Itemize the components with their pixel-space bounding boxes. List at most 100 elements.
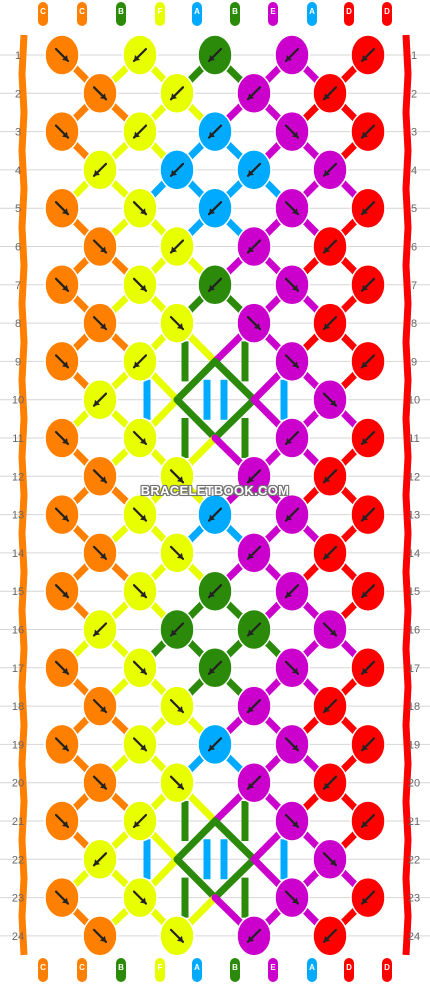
strand-letter: E [270,7,276,16]
row-label-left: 17 [12,663,24,675]
knot-arrow-head [100,246,106,253]
knot [159,761,195,804]
knot-arrow-head [330,399,336,406]
row-label-right: 14 [408,548,420,560]
strand-stub [38,958,48,982]
knot [312,608,348,651]
strand-tab: B [230,2,240,26]
row-label-right: 7 [411,280,417,292]
knot-arrow-head [140,514,146,521]
strand-stub [230,958,240,982]
strand-tab: E [268,958,278,982]
knot-arrow-head [209,131,215,138]
strand-stub [116,2,126,26]
knot [82,302,118,344]
knot-arrow-head [324,93,330,100]
knot [350,876,386,919]
knot [159,149,195,191]
knot [350,34,386,76]
row-label-right: 6 [411,242,417,254]
knot-arrow-head [100,552,106,559]
knot-arrow-head [362,821,368,827]
knot [82,685,118,727]
knot-arrow-head [248,706,254,713]
knot-arrow-head [209,55,215,61]
knot-arrow-head [292,361,298,368]
strand-letter: A [309,7,315,16]
knot-arrow-head [324,246,330,253]
row-label-left: 5 [15,203,21,215]
strand-letter: F [158,963,163,972]
knot [82,455,118,498]
knot [44,264,80,306]
knot [350,800,386,842]
knot-arrow-head [209,208,215,215]
knot [44,187,80,229]
knot-arrow-head [209,667,215,674]
knot-arrow-head [362,284,368,291]
knot-arrow-head [248,782,254,789]
knot-arrow-head [292,131,298,138]
row-label-left: 11 [12,433,23,445]
strand-tab: A [307,2,317,26]
strand-letter: D [384,7,390,16]
knot [122,110,158,153]
knot [312,455,348,498]
row-label-right: 22 [408,854,420,866]
knot-arrow-head [209,284,215,291]
strand-tab: C [38,2,48,26]
knot-arrow-head [248,629,254,636]
watermark-text: BRACELETBOOK.COM [140,483,290,498]
knot [122,647,158,689]
row-label-right: 11 [408,433,419,445]
knot-arrow-head [248,476,254,483]
knot-arrow-head [286,514,292,521]
knot [44,493,80,536]
knot [274,34,310,76]
knot-arrow-head [134,131,140,138]
knot [274,876,310,919]
knot-arrow-head [209,514,215,521]
knot [236,149,272,191]
row-label-left: 14 [12,548,24,560]
strand-tab: A [192,2,202,26]
row-label-right: 12 [408,471,420,483]
knot-arrow-head [324,552,330,559]
knot [350,264,386,306]
knot-arrow-head [248,935,254,942]
strand-stub [268,958,278,982]
knot-arrow-head [62,208,68,215]
knot [122,187,158,229]
strand-tab: B [116,2,126,26]
strand-tab: B [116,958,126,982]
row-label-left: 18 [12,701,24,713]
knot-arrow-head [254,323,260,330]
knot [312,838,348,881]
knot-arrow-head [292,284,298,291]
knot-arrow-head [362,55,368,61]
row-label-left: 10 [12,395,24,407]
strand-letter: E [270,963,276,972]
knot-arrow-head [362,744,368,751]
knot-arrow-head [292,208,298,215]
knot-arrow-head [134,55,140,61]
knot-arrow-head [177,323,183,330]
row-label-right: 24 [408,931,420,943]
knot-arrow-head [324,782,330,789]
strand-letter: B [232,7,238,16]
row-label-right: 17 [408,663,420,675]
knot-arrow-head [177,782,183,789]
knot [236,685,272,727]
edge-thread [402,34,412,956]
row-label-left: 3 [15,127,21,139]
knot [274,800,310,842]
knot-arrow-head [100,782,106,789]
thread-segment [211,357,258,404]
knot [197,264,233,306]
knot [312,72,348,115]
knot [312,378,348,421]
knot [44,800,80,842]
strand-stub [192,2,202,26]
row-label-right: 23 [408,893,420,905]
